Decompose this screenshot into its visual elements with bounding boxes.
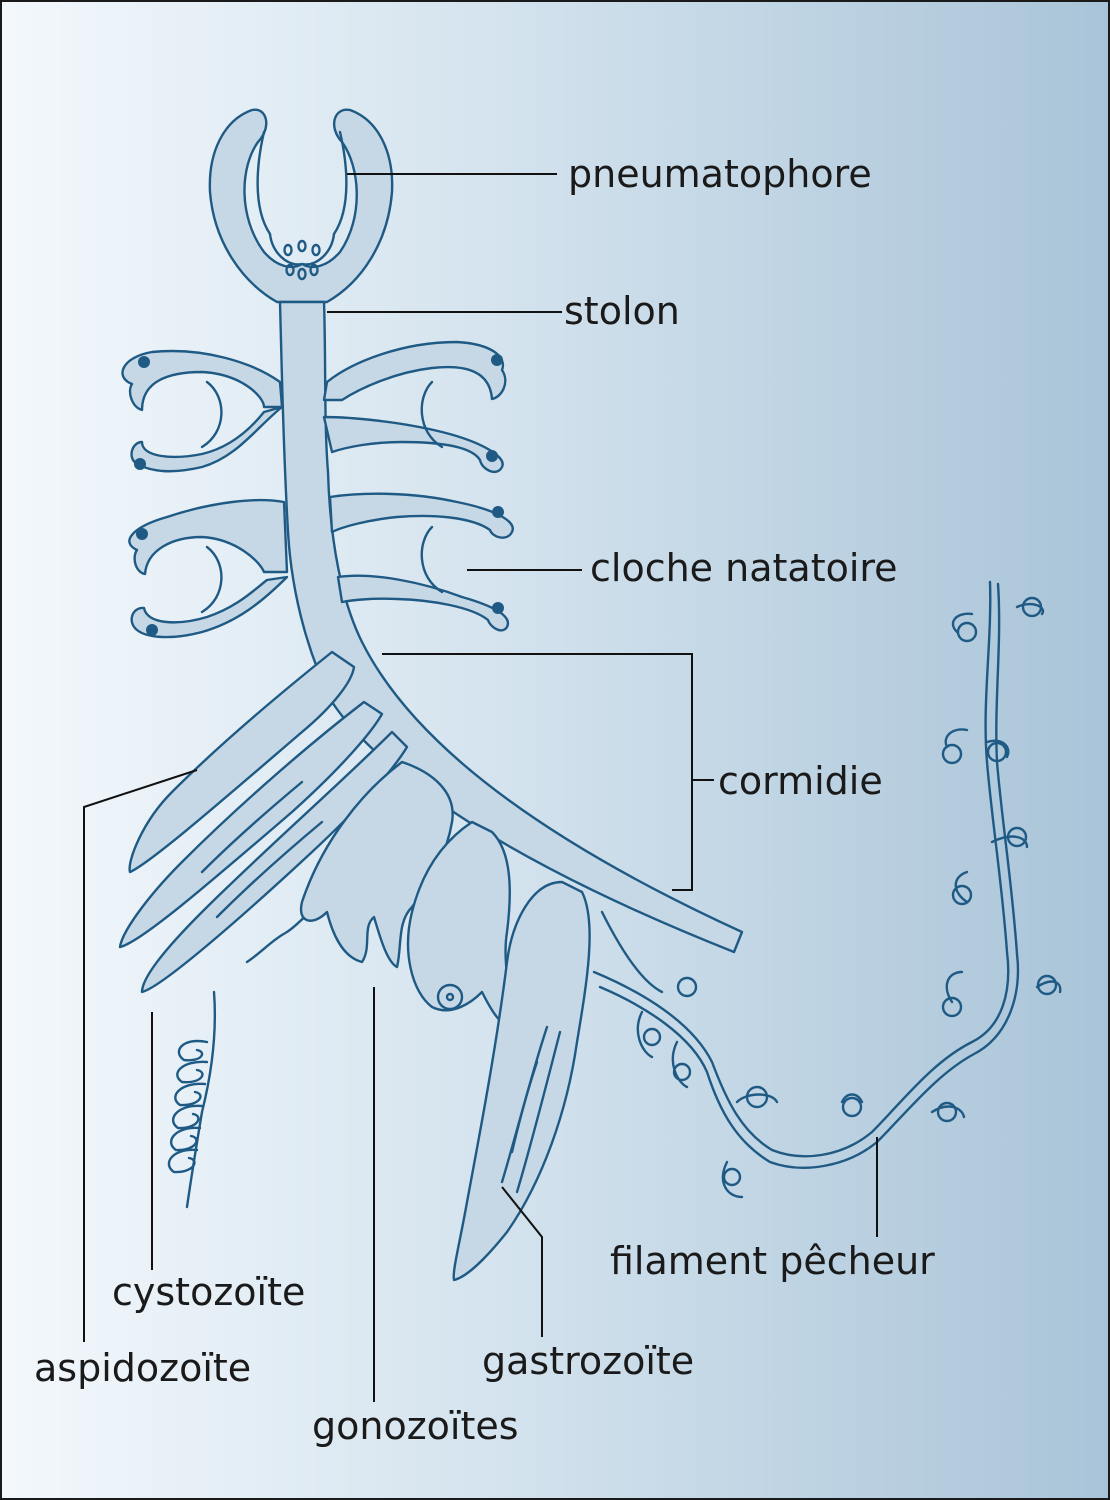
label-filament-pecheur: filament pêcheur [610,1239,935,1283]
leader-lines [83,173,878,1402]
label-stolon: stolon [564,289,680,333]
leader-cormidie [382,653,714,891]
label-aspidozoite: aspidozoïte [34,1346,252,1390]
leader-aspidozoite [83,769,198,1342]
gonozoites-shape [299,760,511,1025]
label-gastrozoite: gastrozoïte [482,1339,695,1383]
label-cystozoite: cystozoïte [112,1270,306,1314]
swimming-bells [121,340,514,639]
cystozoite-shape [167,990,217,1209]
label-cloche-natatoire: cloche natatoire [590,546,898,590]
label-gonozoites: gonozoïtes [312,1404,519,1448]
label-pneumatophore: pneumatophore [568,152,872,196]
gastrozoite-shape [452,880,664,1282]
fishing-filament-shape [592,580,1062,1199]
leader-gastrozoite [501,1186,543,1337]
aspidozoite-shape [118,650,409,994]
pneumatophore-shape [208,108,394,304]
label-cormidie: cormidie [718,759,883,803]
